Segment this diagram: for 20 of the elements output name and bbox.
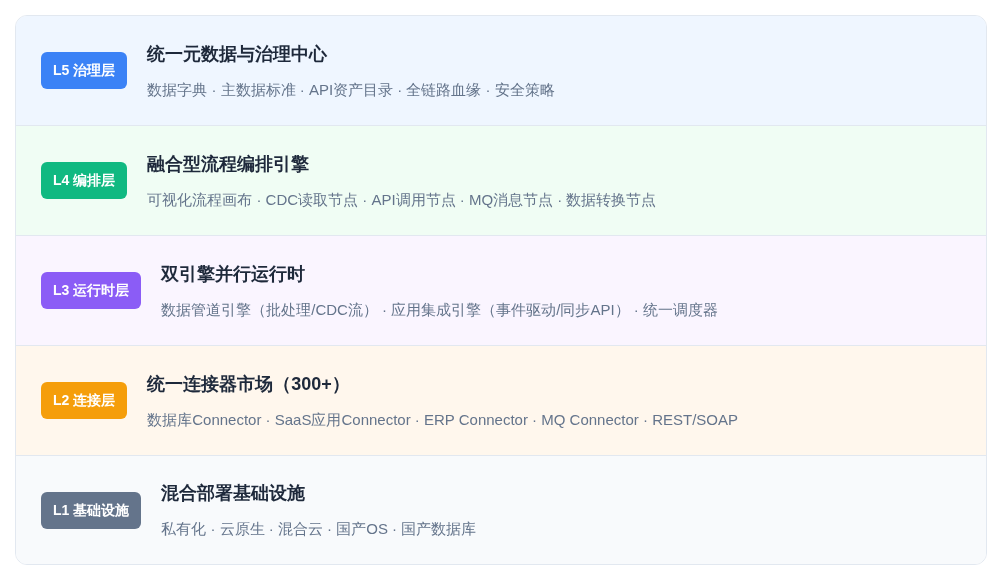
layer-band [16,16,986,126]
layer-badge: L4 编排层 [41,162,128,199]
layer-description: 数据管道引擎（批处理/CDC流） · 应用集成引擎（事件驱动/同步API） · 统一调度器 [161,299,718,320]
layer-title: 双引擎并行运行时 [161,262,306,286]
layer-badge: L1 基础设施 [41,491,142,529]
layer-description: 私有化 · 云原生 · 混合云 · 国产OS · 国产数据库 [161,519,477,539]
layer-badge: L5 治理层 [41,52,128,89]
layer-description: 数据库Connector · SaaS应用Connector · ERP Connector · MQ Connector · REST/SOAP [147,409,738,430]
layer-title: 融合型流程编排引擎 [147,152,310,176]
layer-description: 可视化流程画布 · CDC读取节点 · API调用节点 · MQ消息节点 · 数据转换节点 [147,189,657,210]
layer-title: 混合部署基础设施 [161,482,306,505]
layer-badge: L3 运行时层 [41,272,142,309]
layer-band [16,236,986,346]
layer-title: 统一元数据与治理中心 [147,42,328,66]
layer-title: 统一连接器市场（300+） [147,372,350,396]
layer-band [16,456,986,564]
layer-badge: L2 连接层 [41,382,128,419]
layer-description: 数据字典 · 主数据标准 · API资产目录 · 全链路血缘 · 安全策略 [147,79,555,100]
layer-band [16,346,986,456]
layer-band [16,126,986,236]
